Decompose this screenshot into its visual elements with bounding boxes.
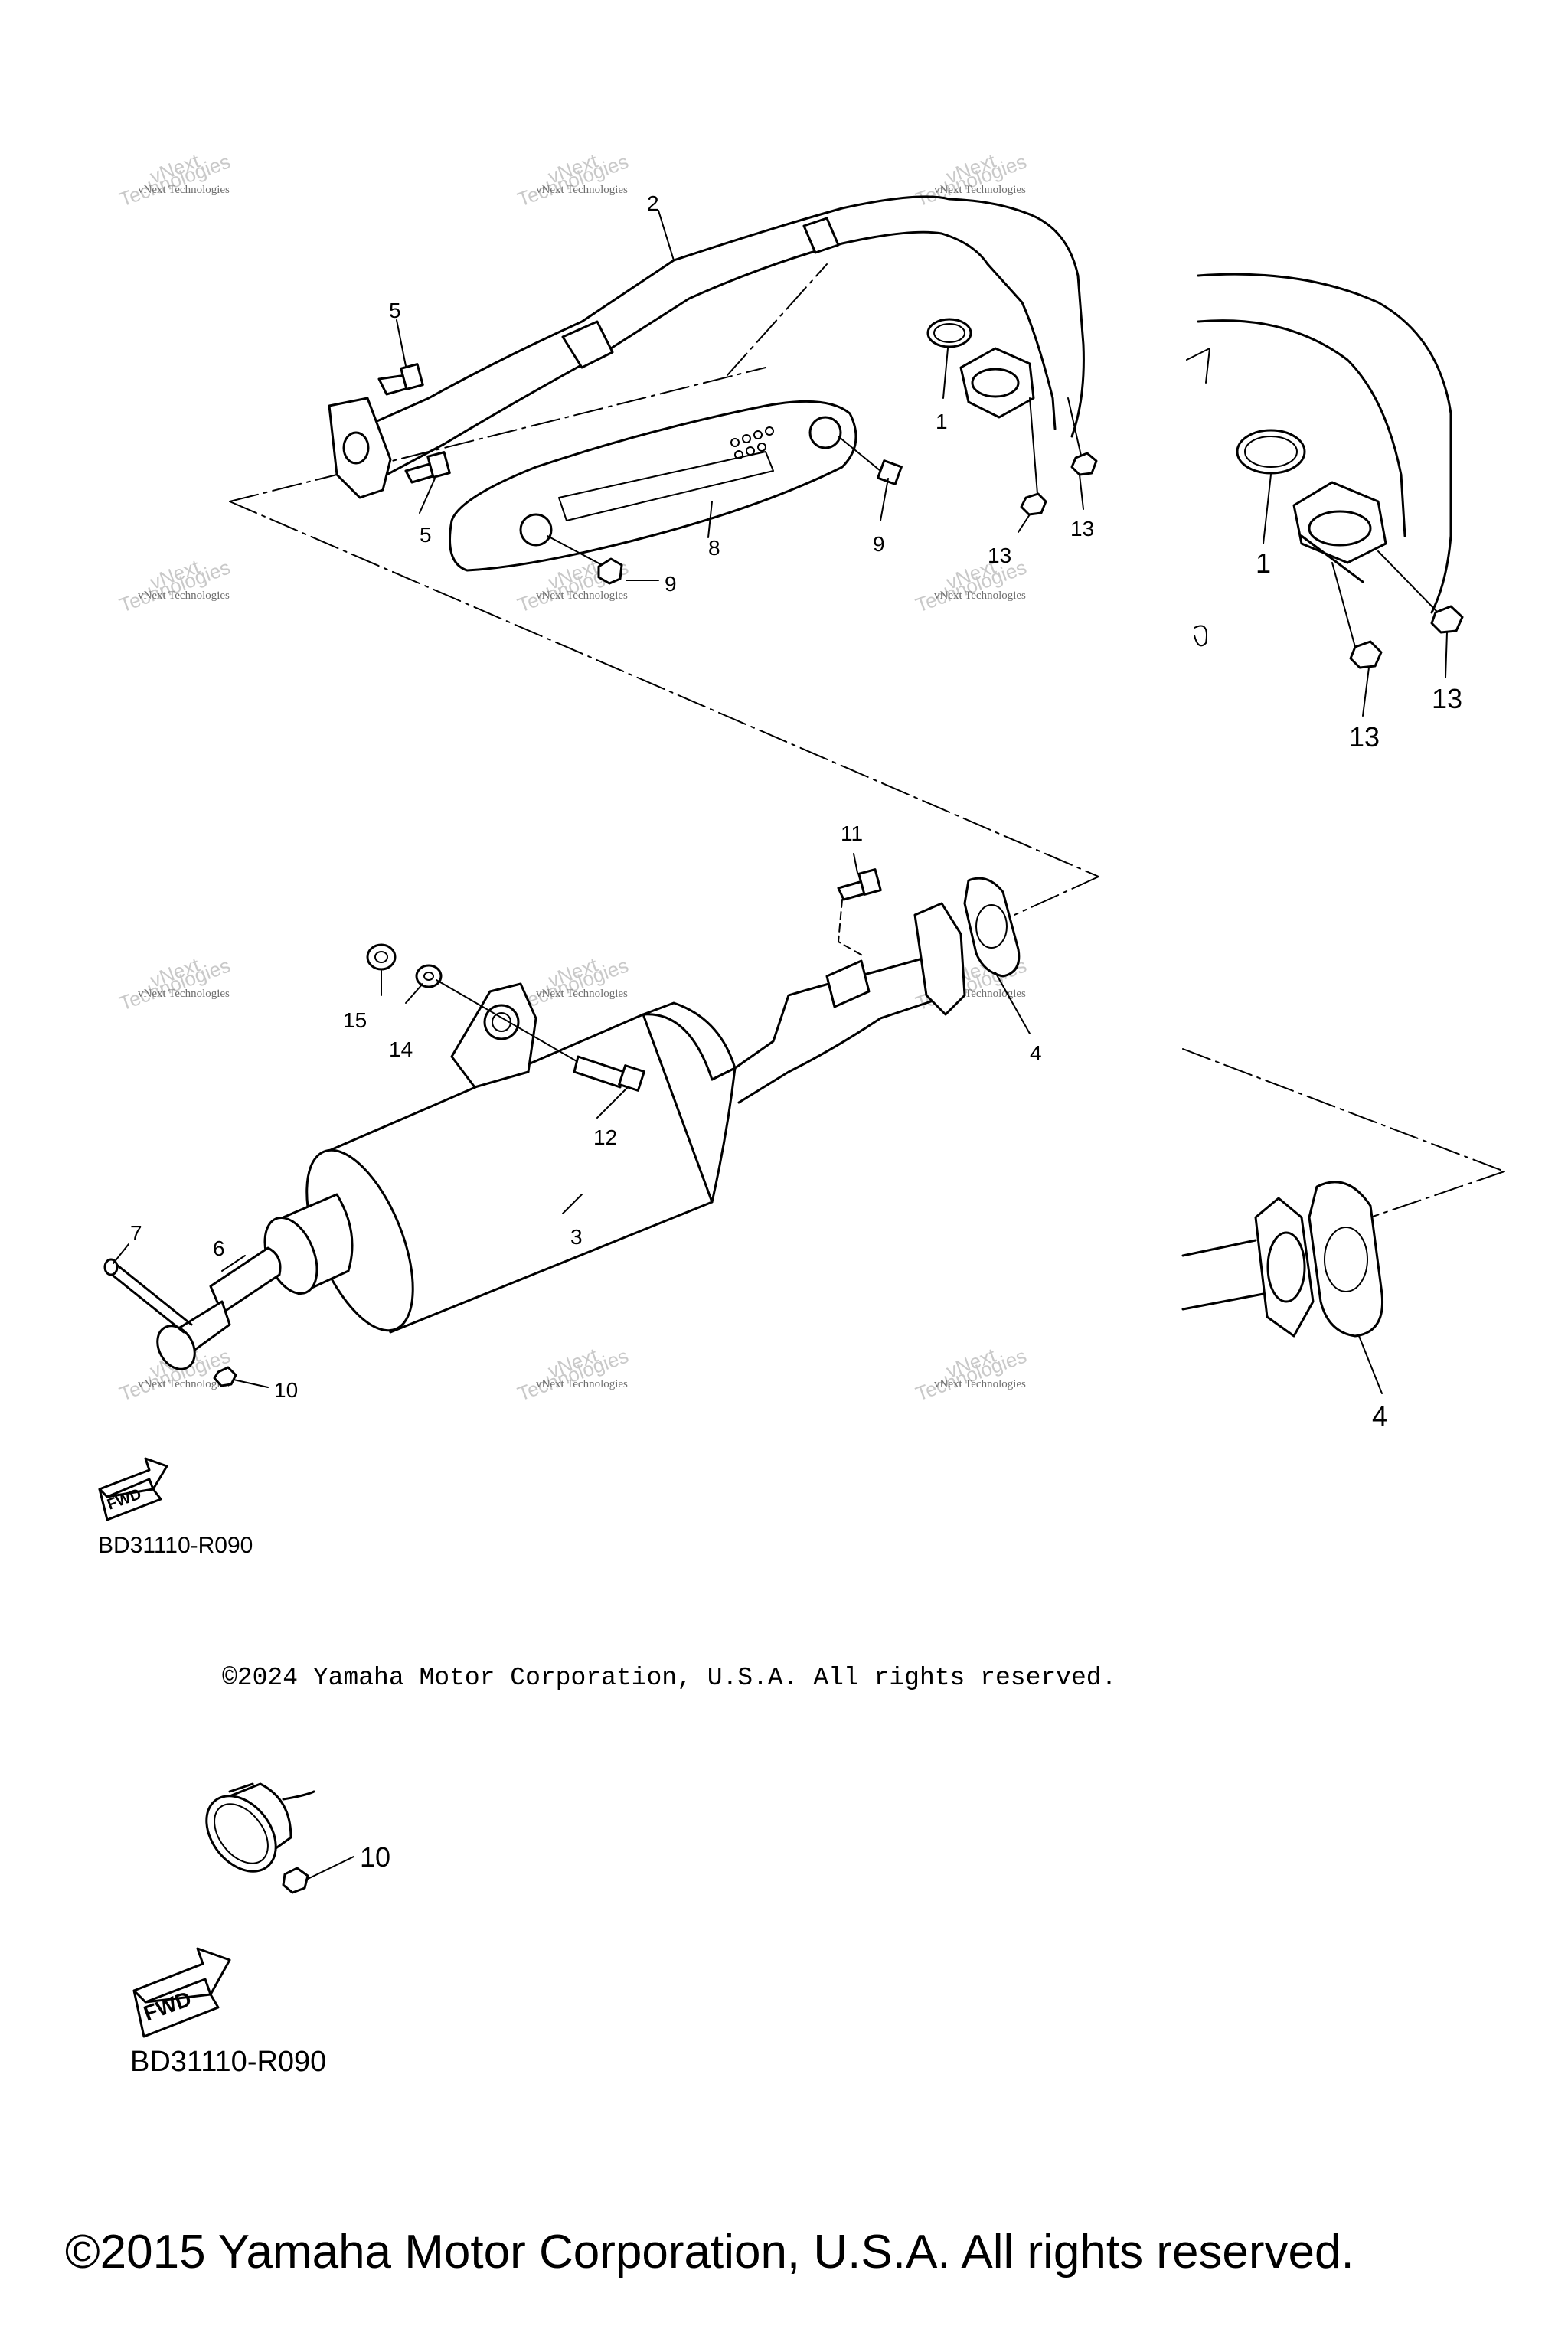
callout-14: 14	[389, 1037, 413, 1061]
gasket-part-1-detail	[1236, 429, 1306, 475]
svg-text:vNext Technologies: vNext Technologies	[138, 1378, 230, 1390]
tail-pipe-part-6	[156, 1246, 282, 1370]
diagram-code-large: BD31110-R090	[130, 2046, 326, 2078]
callout-5-upper: 5	[389, 299, 401, 322]
bolt-part-12	[436, 979, 645, 1092]
nut-part-13-detail-b	[1430, 605, 1464, 634]
nut-part-15	[366, 943, 397, 971]
callout-1-detail: 1	[1256, 547, 1271, 579]
svg-text:vNext Technologies: vNext Technologies	[138, 184, 230, 196]
svg-text:vNext Technologies: vNext Technologies	[536, 590, 628, 602]
callout-8: 8	[708, 536, 720, 560]
callout-2: 2	[647, 191, 659, 215]
svg-text:vNext Technologies: vNext Technologies	[934, 590, 1026, 602]
watermark: vNext Technologies vNext Technologies	[116, 952, 234, 1014]
gasket-part-4	[963, 877, 1021, 978]
bolt-part-5-lower	[404, 451, 451, 484]
callout-12: 12	[593, 1125, 617, 1149]
callout-3: 3	[570, 1225, 583, 1249]
watermark: vNext Technologies vNext Technologies	[913, 149, 1030, 211]
callout-15: 15	[343, 1008, 367, 1032]
callout-7: 7	[130, 1221, 142, 1245]
exhaust-pipe-part-2	[328, 195, 1085, 499]
heat-protector-part-8	[449, 400, 858, 572]
fwd-arrow-icon-large: FWD	[132, 1947, 231, 2038]
callout-13-a: 13	[988, 544, 1011, 567]
bolt-part-5-upper	[377, 363, 424, 396]
callout-10: 10	[274, 1378, 298, 1402]
watermark: vNext Technologies vNext Technologies	[116, 149, 234, 211]
detail-inset-flange	[1181, 1181, 1384, 1338]
bolt-part-11	[837, 868, 882, 958]
svg-text:vNext Technologies: vNext Technologies	[536, 988, 628, 1000]
callout-labels: 2 5 5 1 8 9 9 13 13 1 13 13 11 4 15 14 1…	[130, 191, 1462, 1873]
gasket-part-4-detail	[1308, 1181, 1384, 1338]
watermark: vNext Technologies vNext Technologies	[514, 1343, 632, 1405]
copyright-2024: ©2024 Yamaha Motor Corporation, U.S.A. A…	[222, 1664, 1116, 1692]
callout-13-detail-b: 13	[1432, 683, 1462, 714]
callout-9-right: 9	[873, 532, 885, 556]
callout-4-detail: 4	[1372, 1400, 1387, 1432]
watermark: vNext Technologies vNext Technologies	[116, 554, 234, 616]
screw-part-7	[103, 1258, 193, 1334]
svg-text:vNext Technologies: vNext Technologies	[536, 184, 628, 196]
washer-part-14	[415, 964, 443, 988]
callout-13-b: 13	[1070, 517, 1094, 541]
watermark: vNext Technologies vNext Technologies	[913, 554, 1030, 616]
fwd-arrow-icon: FWD	[98, 1457, 168, 1521]
vent-holes	[730, 426, 774, 459]
callout-13-detail-a: 13	[1349, 721, 1380, 753]
svg-text:vNext Technologies: vNext Technologies	[138, 988, 230, 1000]
detail-nut-part-10	[205, 1782, 315, 1894]
callout-4: 4	[1030, 1041, 1042, 1065]
callout-1: 1	[936, 410, 948, 433]
nut-part-13-b	[1070, 452, 1098, 476]
gasket-part-1	[926, 318, 972, 348]
callout-6: 6	[213, 1236, 225, 1260]
guide-lines	[229, 263, 1505, 1218]
watermark: vNext Technologies vNext Technologies	[913, 1343, 1030, 1405]
nut-part-10	[213, 1366, 237, 1387]
callout-11: 11	[841, 822, 863, 845]
watermark: vNext Technologies vNext Technologies	[514, 952, 632, 1014]
callout-5-lower: 5	[420, 523, 432, 547]
svg-text:vNext Technologies: vNext Technologies	[138, 590, 230, 602]
watermark: vNext Technologies vNext Technologies	[514, 149, 632, 211]
callout-9-lower: 9	[665, 572, 677, 596]
screw-part-9-right	[838, 436, 903, 485]
callout-leaders	[113, 210, 1448, 1880]
muffler-part-3	[263, 902, 966, 1334]
detail-inset-outlet	[1194, 273, 1464, 669]
copyright-2015: ©2015 Yamaha Motor Corporation, U.S.A. A…	[65, 2226, 1354, 2278]
svg-text:vNext Technologies: vNext Technologies	[934, 184, 1026, 196]
screw-part-9-lower	[547, 535, 623, 585]
nut-part-13-a	[1020, 492, 1047, 516]
callout-10-detail: 10	[360, 1841, 390, 1873]
diagram-code: BD31110-R090	[98, 1533, 253, 1558]
svg-text:vNext Technologies: vNext Technologies	[536, 1378, 628, 1390]
svg-text:vNext Technologies: vNext Technologies	[934, 1378, 1026, 1390]
nut-part-13-detail-a	[1349, 640, 1383, 669]
